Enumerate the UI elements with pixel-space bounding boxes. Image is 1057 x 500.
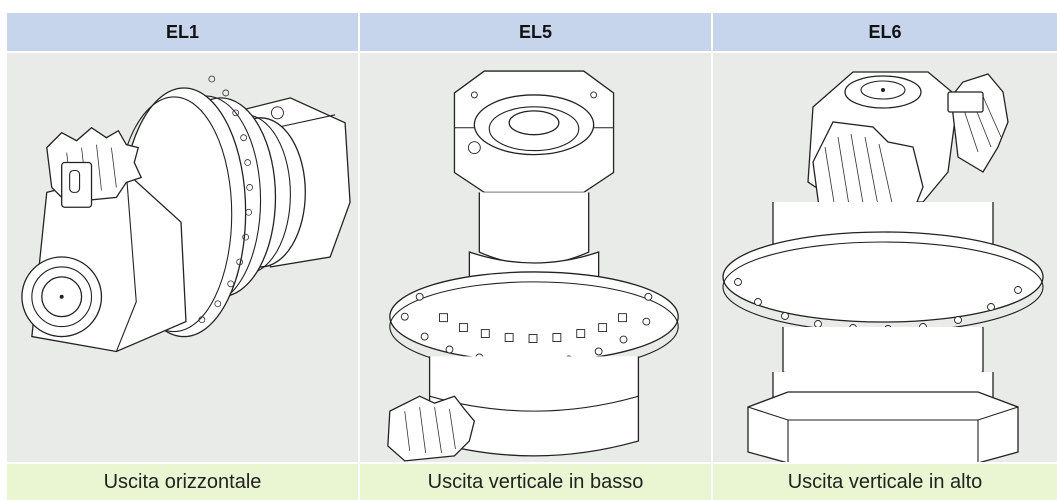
gearbox-el5-drawing: [387, 70, 679, 462]
flange-bolts: [198, 75, 253, 324]
bolt-heads: [439, 313, 627, 343]
image-el6: [713, 51, 1057, 462]
caption-el1: Uscita orizzontale: [7, 462, 360, 500]
caption-el5: Uscita verticale in basso: [360, 462, 713, 500]
gearbox-el6-drawing: [722, 71, 1044, 462]
gearbox-el1-drawing: [21, 75, 351, 353]
header-el6: EL6: [713, 13, 1057, 51]
image-el5: [360, 51, 713, 462]
image-el1: [7, 51, 360, 462]
header-el5: EL5: [360, 13, 713, 51]
header-el1: EL1: [7, 13, 360, 51]
gearbox-table: EL1 EL5 EL6: [7, 13, 1057, 500]
caption-el6: Uscita verticale in alto: [713, 462, 1057, 500]
